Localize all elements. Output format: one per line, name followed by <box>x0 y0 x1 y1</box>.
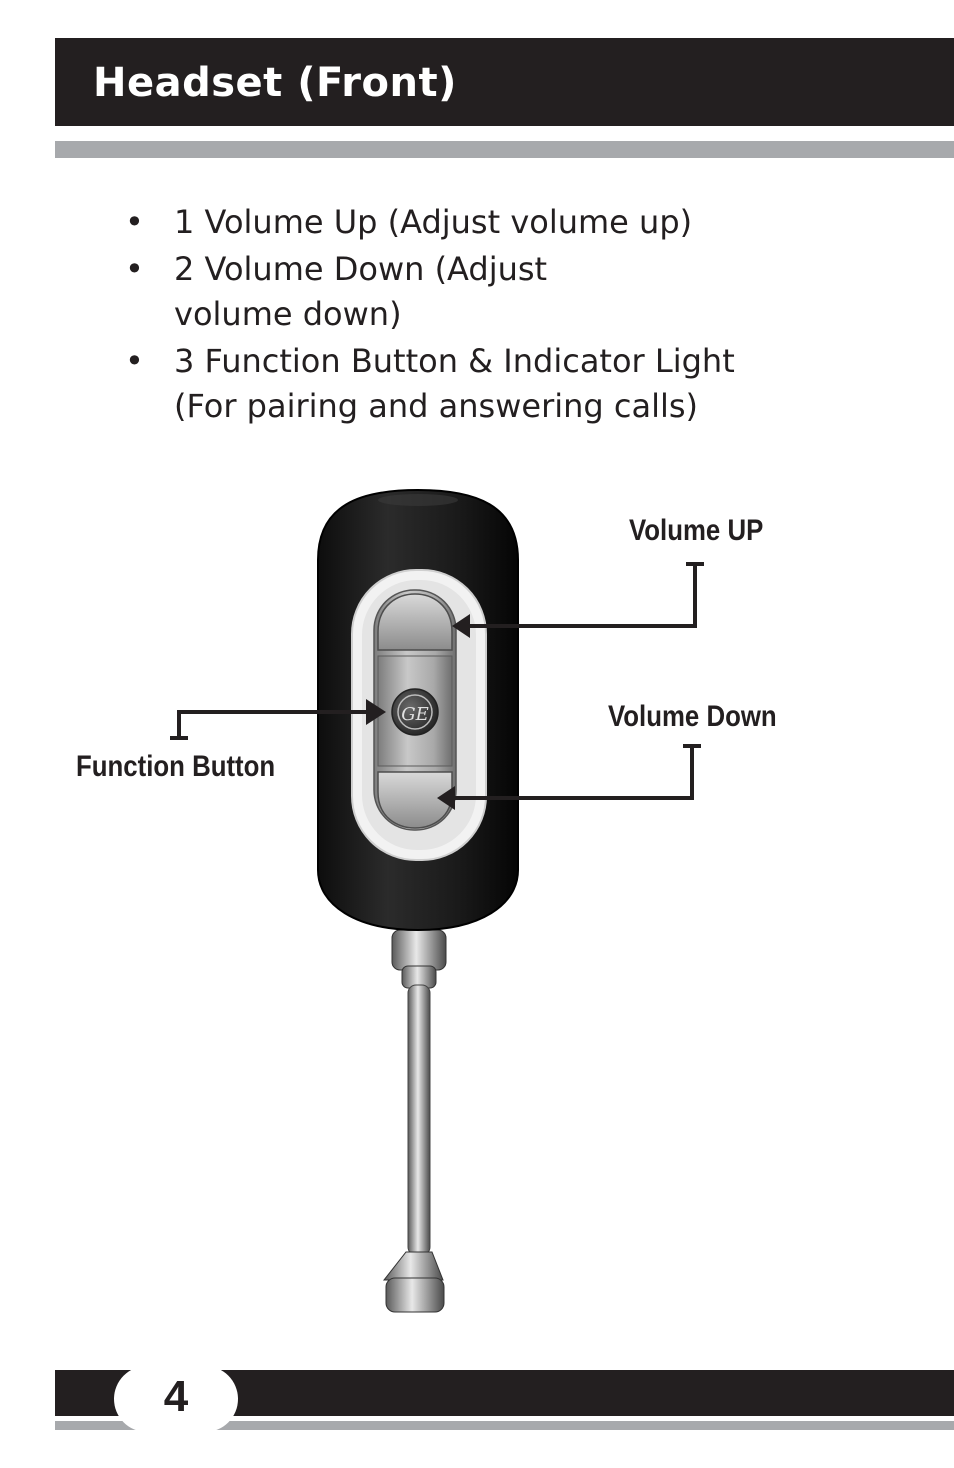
list-item-line: 3 Function Button & Indicator Light <box>174 342 735 380</box>
footer-divider <box>55 1421 954 1430</box>
list-item-line: volume down) <box>174 295 402 333</box>
list-item-line: 1 Volume Up (Adjust volume up) <box>174 203 693 241</box>
header-bar: Headset (Front) <box>55 38 954 126</box>
page-title: Headset (Front) <box>93 60 457 106</box>
function-button-callout: Function Button <box>76 750 276 783</box>
header-divider <box>55 141 954 158</box>
arrow-left-icon <box>452 614 470 638</box>
volume-up-button[interactable] <box>377 593 453 651</box>
svg-text:GE: GE <box>401 704 429 725</box>
bullet-marker: • <box>125 342 144 380</box>
headset-stem <box>382 929 447 1313</box>
bullet-marker: • <box>125 250 144 288</box>
callout-arrowheads <box>366 614 470 810</box>
arrow-left-icon <box>437 786 455 810</box>
volume-up-callout: Volume UP <box>629 514 764 547</box>
ge-logo-icon: GE <box>391 688 439 736</box>
volume-down-leader <box>452 746 694 800</box>
list-item-line: (For pairing and answering calls) <box>174 387 699 425</box>
volume-up-leader <box>466 564 697 628</box>
list-item: • 3 Function Button & Indicator Light (F… <box>125 339 825 429</box>
list-item-line: 2 Volume Down (Adjust <box>174 250 548 288</box>
volume-down-callout: Volume Down <box>608 700 777 733</box>
bullet-marker: • <box>125 203 144 241</box>
list-item: • 2 Volume Down (Adjust volume down) <box>125 247 825 337</box>
page-number-tab: 4 <box>114 1366 238 1432</box>
page-number: 4 <box>163 1372 189 1421</box>
list-item: • 1 Volume Up (Adjust volume up) <box>125 200 825 245</box>
callout-leaders <box>170 562 704 800</box>
function-button-leader <box>177 710 370 738</box>
arrow-right-icon <box>366 699 386 725</box>
feature-list: • 1 Volume Up (Adjust volume up) • 2 Vol… <box>125 200 825 431</box>
